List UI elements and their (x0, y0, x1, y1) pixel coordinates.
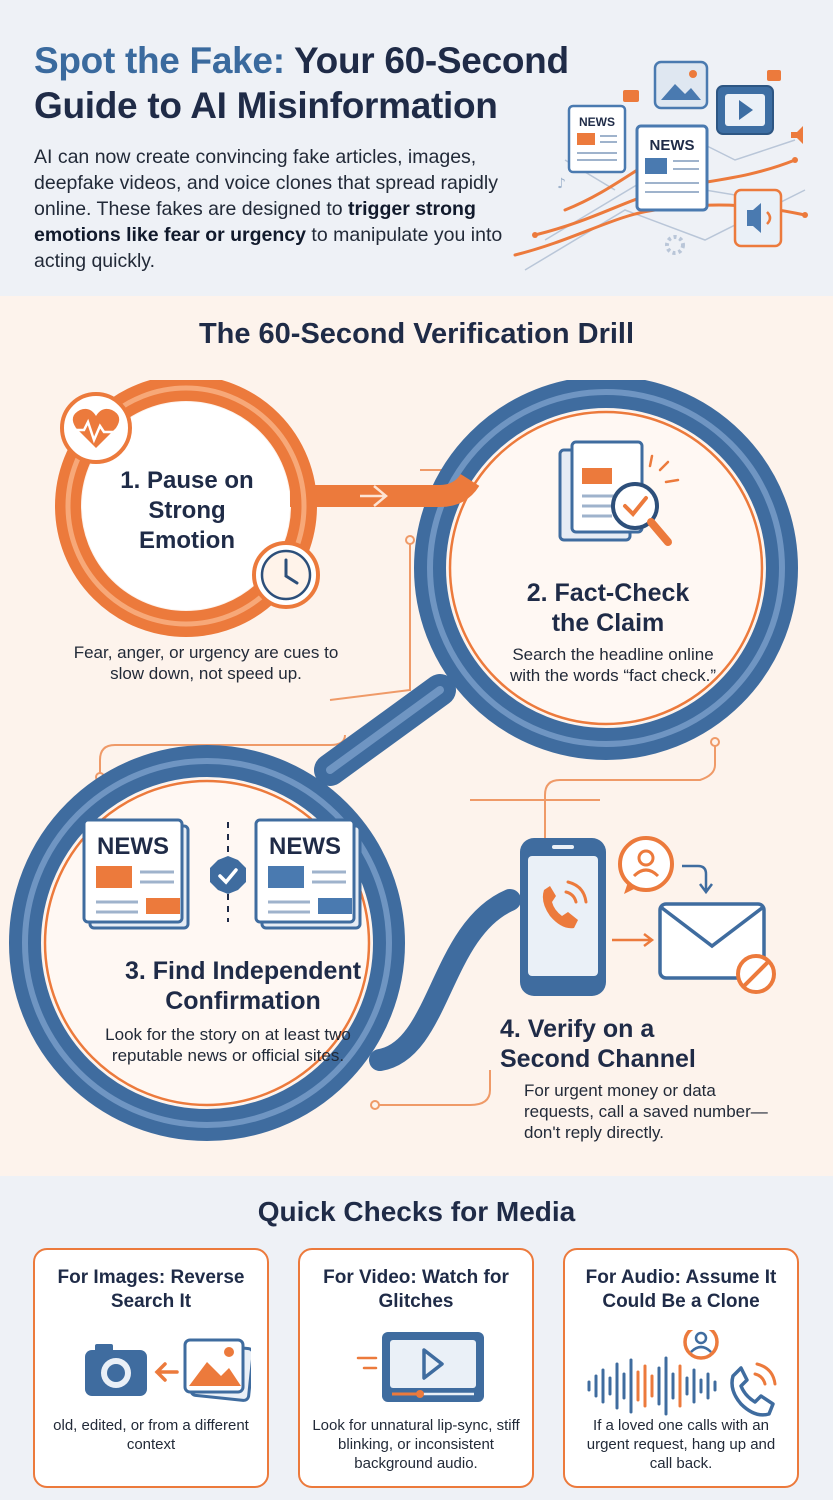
news-document-icon: NEWS (635, 124, 709, 212)
art-news-label-1: NEWS (579, 115, 615, 129)
step2-title: 2. Fact-Check the Claim (526, 579, 690, 637)
reverse-image-search-icon (85, 1338, 251, 1402)
arrow-right-icon (360, 485, 388, 507)
blue-path-track (369, 889, 521, 1071)
verified-badge-icon (210, 856, 246, 894)
news-label-right: NEWS (269, 833, 341, 860)
title-rest: Your 60-Second Guide to AI Misinformatio… (34, 40, 569, 126)
arrow-left-icon (154, 1362, 179, 1382)
card-desc-video: Look for unnatural lip-sync, stiff blink… (312, 1417, 520, 1472)
step4-title: 4. Verify on a Second Channel (500, 1015, 696, 1073)
intro-paragraph: AI can now create convincing fake articl… (34, 144, 514, 274)
step4-description: For urgent money or data requests, call … (524, 1081, 768, 1142)
page-title: Spot the Fake: Your 60-Second Guide to A… (34, 38, 624, 128)
card-title-video: For Video: Watch for Glitches (323, 1267, 509, 1312)
music-note-icon: ♪ (557, 176, 566, 192)
heart-pulse-icon (60, 392, 132, 464)
connector-line (375, 1070, 491, 1106)
quick-check-card-audio: For Audio: Assume It Could Be a Clone (563, 1248, 799, 1488)
gear-icon (665, 235, 685, 255)
phone-icon (730, 1362, 777, 1417)
drill-title: The 60-Second Verification Drill (198, 318, 635, 350)
step1-description: Fear, anger, or urgency are cues to slow… (73, 643, 339, 683)
video-player-icon (356, 1332, 484, 1402)
news-document-icon: NEWS (82, 818, 190, 930)
quick-check-card-images: For Images: Reverse Search It old, edite… (33, 1248, 269, 1488)
drill-flow-diagram: NEWS NEWS (9, 380, 798, 1141)
news-label-left: NEWS (97, 833, 169, 860)
card-title-audio: For Audio: Assume It Could Be a Clone (585, 1267, 777, 1312)
speaker-tile-icon (733, 188, 783, 248)
clock-icon (252, 541, 320, 609)
card-desc-images: old, edited, or from a different context (53, 1417, 249, 1453)
quick-checks-title: Quick Checks for Media (257, 1196, 576, 1227)
news-document-icon: NEWS (254, 818, 362, 930)
arrow-right-icon (612, 933, 655, 947)
art-news-label-2: NEWS (650, 137, 695, 154)
chat-bubble-icon (767, 70, 781, 81)
card-desc-audio: If a loved one calls with an urgent requ… (586, 1417, 776, 1472)
video-tile-icon (716, 85, 774, 135)
intro-text-bold: trigger strong emotions like fear or urg… (34, 198, 476, 246)
intro-text-end: to manipulate you into acting quickly. (34, 224, 503, 272)
blue-path-track (314, 674, 456, 786)
chat-bubble-icon (623, 90, 639, 102)
connector-line (99, 734, 346, 775)
image-icon (183, 1338, 251, 1402)
hero-news-network-illustration: NEWS NEWS ♪ (513, 60, 808, 271)
image-tile-icon (653, 60, 709, 110)
quick-check-card-video: For Video: Watch for Glitches Look for u… (298, 1248, 534, 1488)
intro-text-start: AI can now create convincing fake articl… (34, 146, 498, 220)
person-icon (683, 1330, 719, 1360)
connector-line (544, 745, 716, 840)
orange-path-track (290, 473, 480, 507)
sound-wave-icon (587, 1356, 717, 1416)
phone-call-icon (520, 838, 606, 996)
camera-icon (85, 1344, 147, 1396)
arrow-down-icon (682, 864, 713, 895)
envelope-blocked-icon (658, 902, 776, 994)
voice-clone-icon (587, 1330, 777, 1417)
connector-line (329, 540, 411, 701)
speaker-icon (791, 126, 803, 144)
contact-bubble-icon (618, 836, 674, 894)
step2-description: Search the headline online with the word… (510, 645, 716, 685)
step3-description: Look for the story on at least two reput… (105, 1025, 351, 1065)
card-title-images: For Images: Reverse Search It (57, 1267, 245, 1312)
step3-title: 3. Find Independent Confirmation (124, 957, 362, 1015)
news-comparison-icon: NEWS NEWS (82, 818, 362, 930)
document-magnifier-icon (558, 440, 680, 546)
news-document-icon: NEWS (567, 104, 627, 174)
title-highlight: Spot the Fake: (34, 40, 285, 81)
step1-title: 1. Pause on Strong Emotion (120, 467, 254, 554)
